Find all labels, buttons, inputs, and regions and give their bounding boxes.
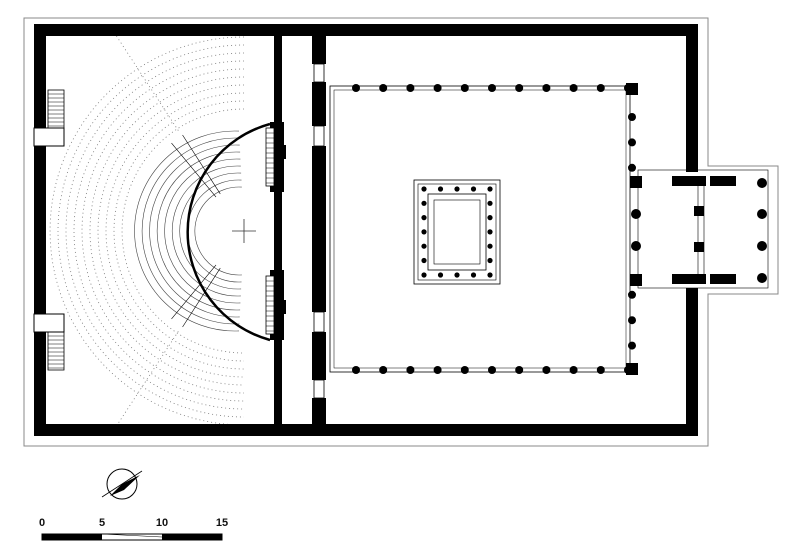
seating-row [171, 165, 241, 297]
seating-row-dotted [113, 100, 245, 362]
seating-row-dotted [65, 52, 245, 410]
seating-row [156, 151, 241, 311]
propylon-walls [630, 176, 736, 286]
peristyle-column [406, 84, 415, 92]
scale-bar [41, 533, 223, 541]
seating-row-dotted [105, 92, 245, 370]
peristyle-column [515, 84, 524, 92]
stair-treads [48, 93, 64, 369]
temple-column [487, 243, 493, 249]
scene-step-treads [266, 132, 274, 332]
temple-column [421, 200, 427, 206]
peristyle-column [406, 366, 415, 374]
north-arrow [101, 468, 143, 500]
temple-columns [421, 186, 493, 278]
peristyle-column [628, 341, 636, 350]
seating-row [179, 172, 242, 290]
propylon-columns [631, 178, 767, 283]
odeon-walls [34, 24, 276, 436]
temple-column [421, 186, 427, 192]
peristyle-column [488, 84, 496, 92]
peristyle-column [460, 366, 469, 374]
peristyle-column [542, 366, 551, 374]
temple-column [437, 186, 444, 192]
temple-column [421, 229, 427, 235]
scale-label-15: 15 [215, 517, 229, 529]
temple-column [421, 243, 427, 249]
aisle-edge [171, 264, 217, 320]
seating-row [141, 137, 240, 325]
peristyle-column [628, 113, 636, 121]
temple-column [487, 215, 493, 221]
aisle-edge [171, 142, 217, 198]
seating-row [194, 186, 242, 276]
temple-column [421, 257, 427, 264]
seating-row [149, 144, 240, 318]
cavea-aisles [171, 134, 221, 328]
peristyle-corner-piers [626, 83, 638, 375]
seating-row [134, 130, 240, 332]
peristyle-column [596, 84, 605, 92]
seating-row-dotted [97, 84, 245, 378]
temple-column [421, 215, 427, 221]
peristyle-column [628, 290, 636, 299]
peristyle-column [628, 316, 636, 325]
peristyle-column [433, 84, 442, 92]
temple-column [487, 257, 493, 264]
peristyle-column [488, 366, 496, 374]
peristyle-columns [352, 84, 636, 374]
upper-seating-rows [49, 36, 245, 424]
peristyle-column [460, 84, 469, 92]
scale-label-0: 0 [38, 517, 46, 529]
cavea-wall [186, 122, 271, 342]
peristyle-column [433, 366, 442, 374]
peristyle-column [515, 366, 524, 374]
peristyle-column [352, 84, 360, 92]
peristyle-column [569, 84, 578, 92]
orchestra-centre-mark [232, 219, 256, 243]
temple-column [454, 186, 460, 192]
temple-column [470, 186, 477, 192]
aisle-edge [182, 267, 221, 328]
central-temple [413, 179, 501, 285]
scene-steps [265, 127, 275, 335]
peristyle-stylobate-inner [333, 89, 627, 369]
scale-label-10: 10 [155, 517, 169, 529]
temple-column [421, 272, 427, 278]
seating-row-dotted [73, 60, 245, 402]
temple-column [487, 200, 493, 206]
peristyle-column [352, 366, 360, 374]
seating-row-dotted [57, 44, 245, 418]
odeon-side-doors [33, 127, 65, 333]
temple-column [454, 272, 460, 278]
temple-column [487, 229, 493, 235]
temple-column [487, 272, 493, 278]
lower-seating-rows [134, 130, 242, 332]
aisle-edge [182, 134, 221, 195]
peristyle-stylobate [329, 85, 631, 373]
peristyle-column [542, 84, 551, 92]
courtyard-walls [324, 24, 698, 436]
scale-label-5: 5 [98, 517, 106, 529]
temple-column [487, 186, 493, 192]
temple-column [470, 272, 477, 278]
outer-plinth-outline [23, 17, 779, 447]
odeon-stairs [47, 89, 65, 371]
seating-row-dotted [49, 36, 245, 424]
peristyle-column [379, 84, 388, 92]
temple-column [437, 272, 444, 278]
peristyle-column [379, 366, 388, 374]
peristyle-column [628, 163, 636, 172]
peristyle-column [596, 366, 605, 374]
corridor-walls [276, 24, 326, 436]
partition-wall [270, 30, 286, 426]
peristyle-column [569, 366, 578, 374]
propylon-steps [637, 169, 769, 289]
peristyle-column [628, 138, 636, 147]
corridor-doors [313, 63, 325, 399]
seating-row-dotted [89, 76, 245, 386]
